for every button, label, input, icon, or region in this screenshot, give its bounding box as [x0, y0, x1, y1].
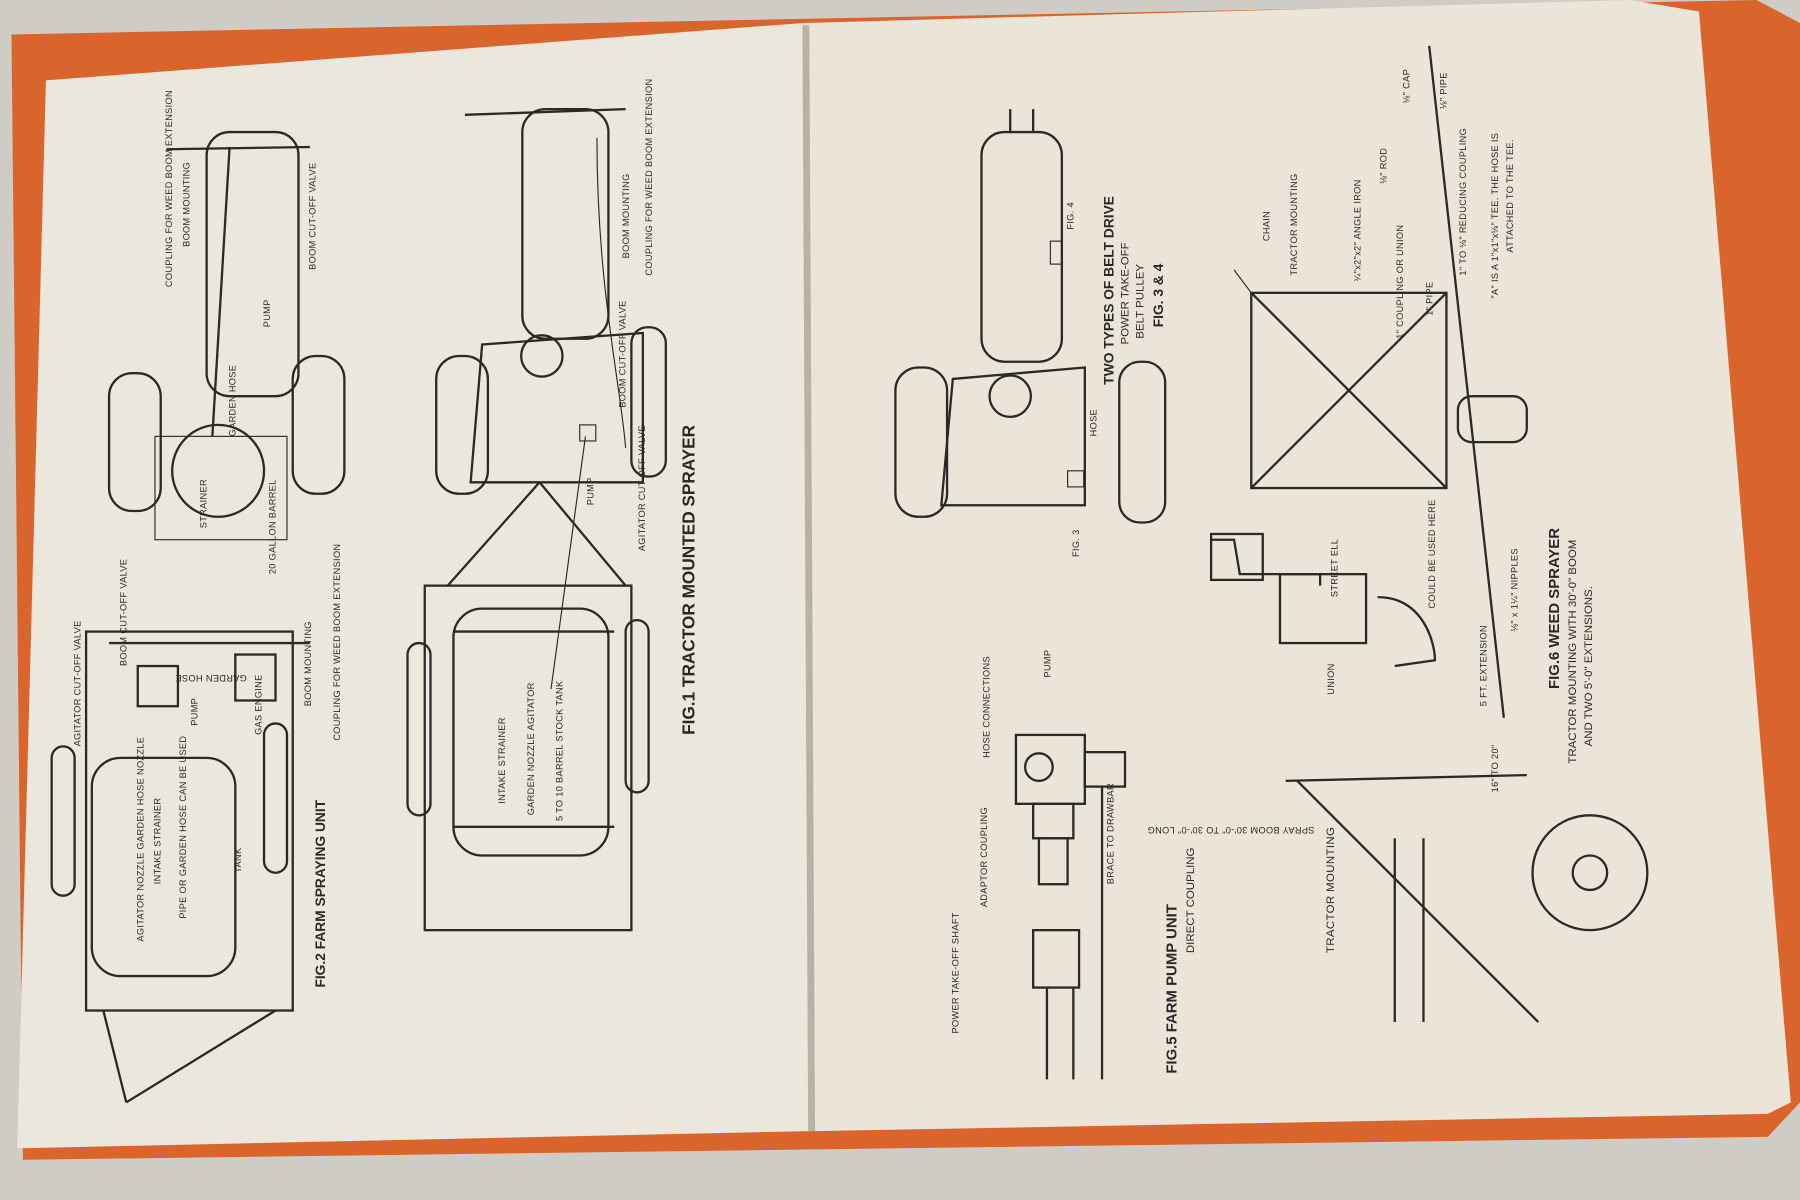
fig1-title: FIG.1 TRACTOR MOUNTED SPRAYER	[679, 424, 699, 735]
label: AGITATOR CUT-OFF VALVE	[637, 425, 647, 551]
label: BOOM CUT-OFF VALVE	[118, 559, 128, 666]
label: 16" TO 20"	[1490, 744, 1500, 792]
label: 1" PIPE	[1425, 282, 1435, 316]
label: PUMP	[262, 299, 272, 327]
label: TRACTOR MOUNTING	[1325, 827, 1337, 953]
label: COUPLING FOR WEED BOOM EXTENSION	[332, 544, 342, 741]
label: INTAKE STRAINER	[497, 717, 507, 804]
fig3-label: FIG. 3	[1071, 529, 1081, 557]
label: ⅛" CAP	[1402, 69, 1412, 103]
label: GARDEN NOZZLE AGITATOR	[526, 682, 536, 815]
label: CHAIN	[1262, 211, 1272, 241]
label: UNION	[1326, 663, 1336, 694]
fig34-line1: POWER TAKE-OFF	[1119, 242, 1131, 344]
label: ATTACHED TO THE TEE.	[1505, 139, 1515, 252]
left-page	[17, 22, 810, 1149]
label: TANK	[233, 847, 243, 873]
label: STRAINER	[199, 479, 209, 528]
fig1-labels: BOOM MOUNTING COUPLING FOR WEED BOOM EXT…	[497, 79, 654, 822]
shaft-label: POWER TAKE-OFF SHAFT	[951, 912, 961, 1033]
hose-label: HOSE	[1088, 409, 1098, 436]
label: AGITATOR CUT-OFF VALVE	[72, 620, 82, 746]
label: COUPLING FOR WEED BOOM EXTENSION	[164, 90, 174, 287]
label: BOOM MOUNTING	[181, 162, 191, 247]
fig34-drawing	[894, 109, 1167, 524]
label: GAS ENGINE	[254, 674, 264, 735]
brace-label: BRACE TO DRAWBAR	[1106, 783, 1116, 884]
label: 1" COUPLING OR UNION	[1395, 225, 1405, 339]
fig34-ref: FIG. 3 & 4	[1151, 263, 1166, 327]
label: COUPLING FOR WEED BOOM EXTENSION	[644, 79, 654, 276]
book-spine	[802, 25, 816, 1132]
label: PIPE OR GARDEN HOSE CAN BE USED	[178, 736, 188, 919]
fig5-drawing	[1014, 733, 1127, 1080]
label: COULD BE USED HERE	[1427, 499, 1437, 608]
label: ⅛" x 1¼" NIPPLES	[1510, 548, 1520, 631]
label: ⅛" ROD	[1379, 148, 1389, 184]
label: SPRAY BOOM 30'-0" TO 30'-0" LONG	[1147, 825, 1314, 835]
label: 5 FT. EXTENSION	[1479, 625, 1489, 706]
label: PUMP	[585, 477, 595, 505]
fig4-label: FIG. 4	[1065, 202, 1075, 230]
fig2-labels: COUPLING FOR WEED BOOM EXTENSION BOOM MO…	[72, 90, 341, 942]
fig6-labels: CHAIN TRACTOR MOUNTING ¼"x2"x2" ANGLE IR…	[1147, 69, 1519, 953]
label: ¼"x2"x2" ANGLE IRON	[1352, 179, 1362, 281]
fig6-subtitle1: TRACTOR MOUNTING WITH 30'-0" BOOM	[1567, 540, 1579, 764]
label: ⅛" PIPE	[1438, 72, 1448, 109]
fig2-title: FIG.2 FARM SPRAYING UNIT	[313, 799, 328, 987]
label: "A" IS A 1"x1"x⅛" TEE. THE HOSE IS	[1490, 133, 1500, 299]
label: BOOM CUT-OFF VALVE	[618, 300, 628, 407]
label: 20 GALLON BARREL	[268, 479, 278, 574]
fig5-title: FIG.5 FARM PUMP UNIT	[1164, 904, 1181, 1074]
label: 5 TO 10 BARREL STOCK TANK	[555, 680, 565, 821]
pump-label: PUMP	[1042, 650, 1052, 678]
label: STREET ELL	[1329, 539, 1339, 597]
fig5-subtitle: DIRECT COUPLING	[1185, 847, 1197, 953]
label: BOOM CUT-OFF VALVE	[308, 163, 318, 270]
label: GARDEN HOSE	[227, 365, 237, 437]
fig2-drawing	[50, 130, 346, 1104]
fig6-drawing	[1209, 45, 1649, 1023]
fig6-subtitle2: AND TWO 5'-0" EXTENSIONS.	[1583, 586, 1595, 746]
fig1-drawing	[406, 107, 667, 932]
hose-connections-label: HOSE CONNECTIONS	[982, 656, 992, 758]
fig34-line2: BELT PULLEY	[1134, 264, 1146, 339]
adaptor-label: ADAPTOR COUPLING	[979, 807, 989, 907]
fig6-title: FIG.6 WEED SPRAYER	[1546, 528, 1563, 689]
label: BOOM MOUNTING	[621, 173, 631, 258]
label: AGITATOR NOZZLE GARDEN HOSE NOZZLE	[135, 737, 145, 942]
label: TRACTOR MOUNTING	[1289, 173, 1299, 275]
label: BOOM MOUNTING	[303, 621, 313, 706]
label: PUMP	[189, 698, 199, 726]
label: 1" TO ⅛" REDUCING COUPLING	[1458, 128, 1468, 276]
right-page	[803, 0, 1791, 1132]
fig34-title: TWO TYPES OF BELT DRIVE	[1102, 196, 1117, 385]
label: GARDEN HOSE	[175, 673, 247, 683]
label: INTAKE STRAINER	[153, 798, 163, 885]
